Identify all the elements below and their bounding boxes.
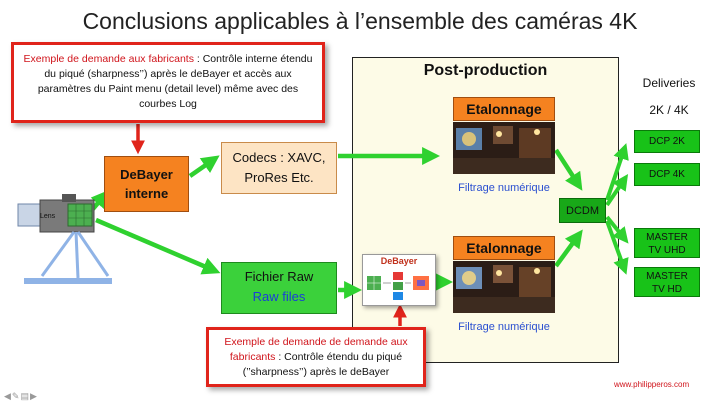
camera-lens (17, 203, 43, 227)
raw-line2: Raw files (252, 289, 306, 304)
post-production-title: Post-production (423, 62, 548, 79)
tripod-center-leg (74, 231, 80, 279)
delivery-master-uhd-line1: MASTER (646, 232, 688, 243)
camera-illustration (17, 194, 112, 284)
delivery-master-hd-line2: TV HD (652, 284, 682, 295)
delivery-master-uhd-line2: TV UHD (648, 245, 686, 256)
raw-line1: Fichier Raw (244, 269, 314, 284)
note-bottom: Exemple de demande de demande aux fabric… (206, 327, 426, 387)
delivery-master-tv-uhd: MASTER TV UHD (634, 228, 700, 258)
etalonnage-top-label: Etalonnage (453, 97, 555, 121)
slide-title: Conclusions applicables à l’ensemble des… (82, 8, 638, 34)
arrow-etalonnage-bottom-to-dcdm (554, 229, 583, 268)
debayer-process-graphic (367, 272, 429, 300)
delivery-master-hd-line1: MASTER (646, 271, 688, 282)
watermark: www.philipperos.com (614, 380, 690, 389)
delivery-dcp-4k-label: DCP 4K (649, 169, 685, 180)
menu-icon[interactable]: ▤ (20, 391, 30, 401)
debayer-small-box: DeBayer (362, 254, 436, 306)
deliveries-title: Deliveries (642, 76, 696, 90)
delivery-dcp-2k-label: DCP 2K (649, 136, 685, 147)
lens-label: Lens (40, 213, 56, 220)
pen-icon[interactable]: ✎ (11, 391, 21, 401)
arrow-dcdm-to-dcp4k (605, 174, 629, 207)
dcdm-box: DCDM (559, 198, 606, 223)
deliveries-subtitle: 2K / 4K (649, 103, 689, 117)
etalonnage-top-caption: Filtrage numérique (458, 182, 550, 194)
debayer-interne-line2: interne (124, 186, 169, 201)
arrow-dcdm-to-master-uhd (605, 215, 629, 244)
arrow-etalonnage-top-to-dcdm (554, 148, 583, 191)
arrow-debayer-to-codecs (188, 155, 220, 178)
etalonnage-bottom-caption: Filtrage numérique (458, 321, 550, 333)
delivery-dcp-4k: DCP 4K (634, 163, 700, 186)
note-bottom-prefix: Exemple de demande de demande aux fabric… (224, 336, 408, 363)
etalonnage-bottom-label: Etalonnage (453, 236, 555, 260)
arrow-camera-to-raw (95, 217, 221, 275)
prev-slide-icon[interactable]: ◀ (4, 391, 12, 401)
codecs-box: Codecs : XAVC, ProRes Etc. (221, 142, 337, 194)
note-top-body: : Contrôle interne étendu du piqué (shar… (37, 53, 313, 110)
debayer-interne-line1: DeBayer (120, 167, 173, 182)
delivery-dcp-2k: DCP 2K (634, 130, 700, 153)
note-top-prefix: Exemple de demande aux fabricants (23, 53, 194, 65)
tripod-left-leg (40, 231, 76, 277)
raw-box: Fichier Raw Raw files (221, 262, 337, 314)
debayer-small-label: DeBayer (380, 256, 418, 266)
codecs-line1: Codecs : XAVC, (232, 150, 326, 165)
tripod-base (24, 278, 112, 284)
codecs-line2: ProRes Etc. (244, 170, 314, 185)
delivery-master-tv-hd: MASTER TV HD (634, 267, 700, 297)
etalonnage-bottom-photo (453, 261, 555, 313)
etalonnage-top-photo (453, 122, 555, 174)
arrow-dcdm-to-master-hd (605, 220, 629, 275)
debayer-interne-box: DeBayer interne (104, 156, 189, 212)
slide-nav-controls[interactable]: ◀✎▤▶ (4, 391, 38, 402)
note-top: Exemple de demande aux fabricants : Cont… (11, 42, 325, 123)
next-slide-icon[interactable]: ▶ (29, 391, 38, 401)
tripod-right-leg (76, 231, 110, 277)
camera-sensor (67, 203, 93, 227)
note-bottom-body: : Contrôle étendu du piqué (’’sharpness’… (242, 351, 403, 378)
